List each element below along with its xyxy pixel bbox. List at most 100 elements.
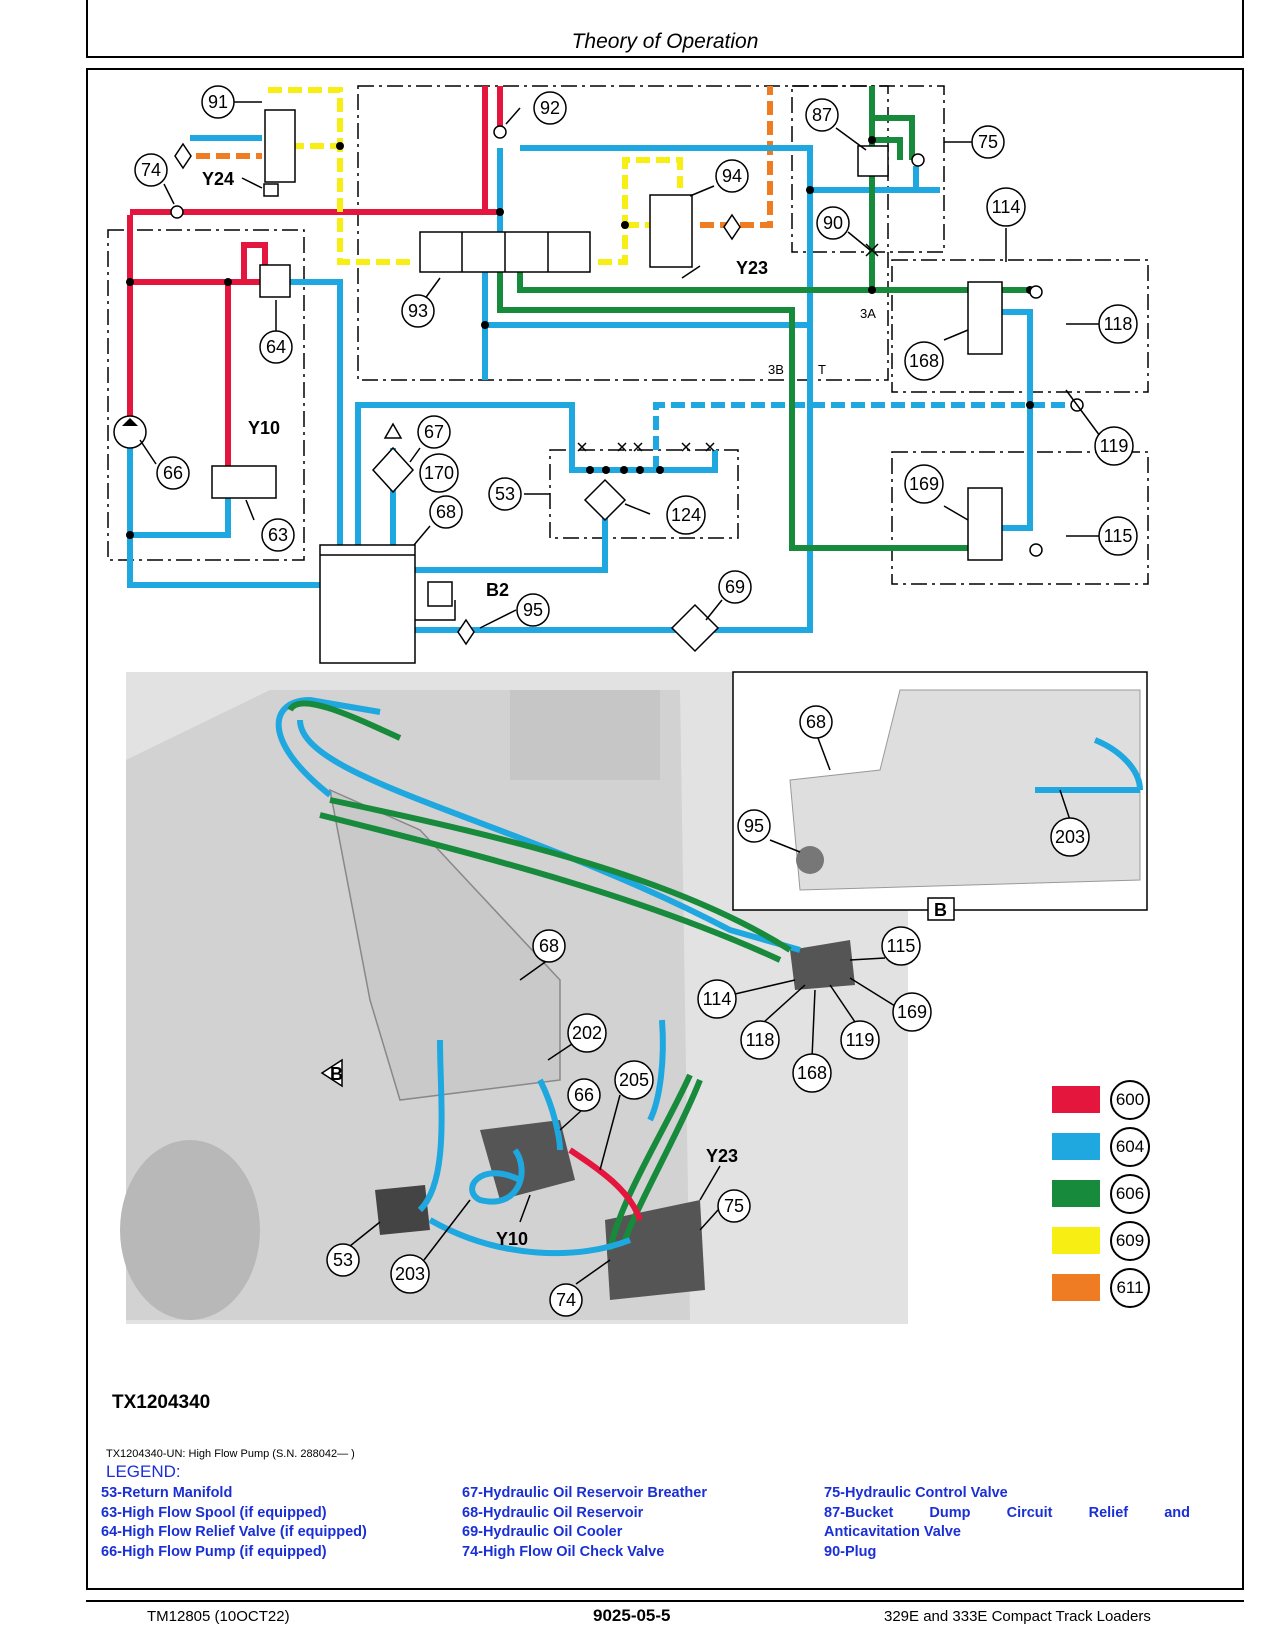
swatch-600 bbox=[1052, 1086, 1100, 1113]
cooler-69-symbol bbox=[670, 603, 720, 653]
return-line bbox=[653, 402, 1075, 470]
callout: 124 bbox=[666, 495, 706, 535]
callout: 69 bbox=[718, 570, 752, 604]
schematic: 91 92 87 75 74 Y24 94 114 90 Y23 93 64 1… bbox=[107, 85, 1149, 1324]
callout: 94 bbox=[715, 159, 749, 193]
callout: 168 bbox=[792, 1053, 832, 1093]
port-label: 3B bbox=[768, 362, 784, 377]
coupler-bottom-box bbox=[891, 451, 1149, 585]
footer-page-number: 9025-05-5 bbox=[593, 1606, 671, 1625]
svg-text:119: 119 bbox=[1100, 436, 1129, 456]
callout: 53 bbox=[488, 477, 522, 511]
footer-manual-id: TM12805 (10OCT22) bbox=[147, 1608, 290, 1625]
callout: 92 bbox=[533, 91, 567, 125]
hose-red bbox=[568, 1147, 643, 1222]
callout: 74 bbox=[549, 1283, 583, 1317]
port-label: T bbox=[818, 362, 826, 377]
legend-item: 63-High Flow Spool (if equipped) bbox=[101, 1504, 327, 1521]
return-manifold-box bbox=[549, 449, 739, 539]
swatch-611 bbox=[1052, 1274, 1100, 1301]
label-y10: Y10 bbox=[248, 418, 280, 438]
figure-frame bbox=[86, 68, 1244, 1590]
work-line bbox=[497, 270, 1000, 551]
return-line bbox=[415, 145, 813, 633]
callout: 95 bbox=[737, 809, 771, 843]
work-line bbox=[517, 270, 1030, 293]
view-arrow-label: B bbox=[330, 1064, 343, 1084]
footer-product: 329E and 333E Compact Track Loaders bbox=[884, 1608, 1151, 1625]
callout: 169 bbox=[904, 464, 944, 504]
callout: 90 bbox=[816, 206, 850, 240]
valve-94-symbol bbox=[649, 194, 693, 268]
relief-valve-box bbox=[791, 85, 945, 253]
pump-photo bbox=[480, 1120, 575, 1200]
svg-text:95: 95 bbox=[744, 816, 764, 836]
solenoid-y24-symbol bbox=[263, 183, 279, 197]
view-arrow-b bbox=[320, 1058, 343, 1088]
legend-item: 67-Hydraulic Oil Reservoir Breather bbox=[462, 1485, 707, 1501]
svg-text:168: 168 bbox=[909, 351, 939, 371]
svg-text:170: 170 bbox=[424, 463, 454, 483]
svg-text:68: 68 bbox=[436, 502, 456, 522]
diagnostic-port bbox=[723, 213, 741, 241]
work-line bbox=[872, 115, 915, 160]
legend-item: 75-Hydraulic Control Valve bbox=[824, 1485, 1008, 1501]
callout: 93 bbox=[401, 294, 435, 328]
return-line bbox=[1002, 309, 1033, 531]
photo-callouts: 68 95 203 68 115 114 169 118 119 168 202… bbox=[320, 705, 1090, 1317]
header-frame bbox=[86, 0, 1244, 58]
legend-title: LEGEND: bbox=[106, 1462, 181, 1481]
coupler-168-symbol bbox=[967, 281, 1003, 355]
legend-item: 69-Hydraulic Oil Cooler bbox=[462, 1524, 623, 1540]
quick-coupler-symbol bbox=[1029, 543, 1043, 557]
svg-text:205: 205 bbox=[619, 1070, 649, 1090]
callout: 74 bbox=[134, 153, 168, 187]
callout: 169 bbox=[892, 992, 932, 1032]
svg-text:168: 168 bbox=[797, 1063, 827, 1083]
filter-124-symbol bbox=[583, 478, 627, 522]
legend-item: Anticavitation Valve bbox=[824, 1524, 961, 1540]
svg-text:69: 69 bbox=[725, 577, 745, 597]
svg-text:93: 93 bbox=[408, 301, 428, 321]
swatch-609 bbox=[1052, 1227, 1100, 1254]
page-header-title: Theory of Operation bbox=[571, 30, 759, 53]
callout: 114 bbox=[986, 187, 1026, 227]
svg-text:63: 63 bbox=[268, 525, 288, 545]
breather-67-symbol bbox=[383, 422, 403, 439]
svg-text:124: 124 bbox=[671, 505, 701, 525]
callout: 114 bbox=[697, 979, 737, 1019]
detail-hose bbox=[1093, 737, 1143, 791]
callout: 95 bbox=[516, 593, 550, 627]
svg-text:74: 74 bbox=[141, 160, 161, 180]
hose-green bbox=[319, 812, 782, 963]
diagnostic-port bbox=[174, 142, 192, 170]
figure-id: TX1204340 bbox=[112, 1392, 211, 1413]
callout: 68 bbox=[799, 705, 833, 739]
svg-text:118: 118 bbox=[746, 1030, 775, 1050]
hose-blue bbox=[428, 1217, 632, 1257]
callout: 66 bbox=[567, 1078, 601, 1112]
svg-text:64: 64 bbox=[266, 337, 286, 357]
track-wheel bbox=[120, 1140, 260, 1320]
callout: 87 bbox=[805, 98, 839, 132]
svg-text:169: 169 bbox=[909, 474, 939, 494]
callout: 66 bbox=[156, 456, 190, 490]
legend-item: 90-Plug bbox=[824, 1543, 877, 1560]
manifold-photo bbox=[375, 1185, 430, 1235]
svg-text:87: 87 bbox=[812, 105, 832, 125]
callout: 118 bbox=[740, 1020, 780, 1060]
coupler-top-box bbox=[891, 259, 1149, 393]
svg-text:169: 169 bbox=[897, 1002, 927, 1022]
cab-vent bbox=[510, 690, 660, 780]
svg-text:115: 115 bbox=[1104, 526, 1133, 546]
pilot-line bbox=[598, 157, 683, 265]
label-y23-photo: Y23 bbox=[706, 1146, 738, 1166]
callout: 170 bbox=[419, 453, 459, 493]
relief-valve-64-symbol bbox=[259, 264, 291, 298]
hose-green bbox=[287, 700, 402, 741]
control-valve-box bbox=[357, 85, 889, 381]
return-line bbox=[355, 402, 718, 545]
callout: 205 bbox=[614, 1060, 654, 1100]
pilot-secondary-line bbox=[700, 86, 773, 228]
legend-item: 66-High Flow Pump (if equipped) bbox=[101, 1543, 327, 1560]
